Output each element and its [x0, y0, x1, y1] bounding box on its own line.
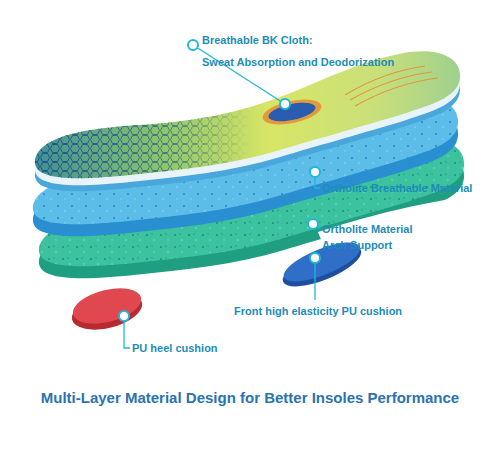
hex-pattern — [35, 51, 460, 178]
callout-label: PU heel cushion — [132, 340, 292, 356]
heel-pad — [267, 99, 317, 125]
arch-slit — [318, 196, 474, 242]
callout-label: Front high elasticity PU cushion — [234, 303, 474, 319]
callout-label: Sweat Absorption and Deodorization — [202, 54, 482, 70]
leader-dot — [310, 253, 320, 263]
contour-lines — [345, 66, 438, 106]
leader-lines — [124, 45, 320, 348]
callout-label: Ortholite Breathable Material — [322, 180, 497, 196]
heel-pad-ring — [260, 95, 323, 129]
leader-dots — [119, 40, 320, 321]
top-layer — [35, 51, 460, 191]
caption: Multi-Layer Material Design for Better I… — [0, 388, 500, 408]
leader-dot — [119, 311, 129, 321]
heel-cushion — [69, 282, 145, 330]
leader-dot — [188, 40, 198, 50]
callout-label: Ortholite Material Arch Support — [322, 221, 440, 253]
leader-dot — [280, 99, 290, 109]
leader-dot — [308, 219, 318, 229]
leader-dot — [310, 167, 320, 177]
leader-line — [314, 258, 315, 300]
callout-label: Breathable BK Cloth: — [202, 32, 422, 48]
layer-surface — [35, 51, 460, 178]
leader-line — [193, 45, 285, 104]
